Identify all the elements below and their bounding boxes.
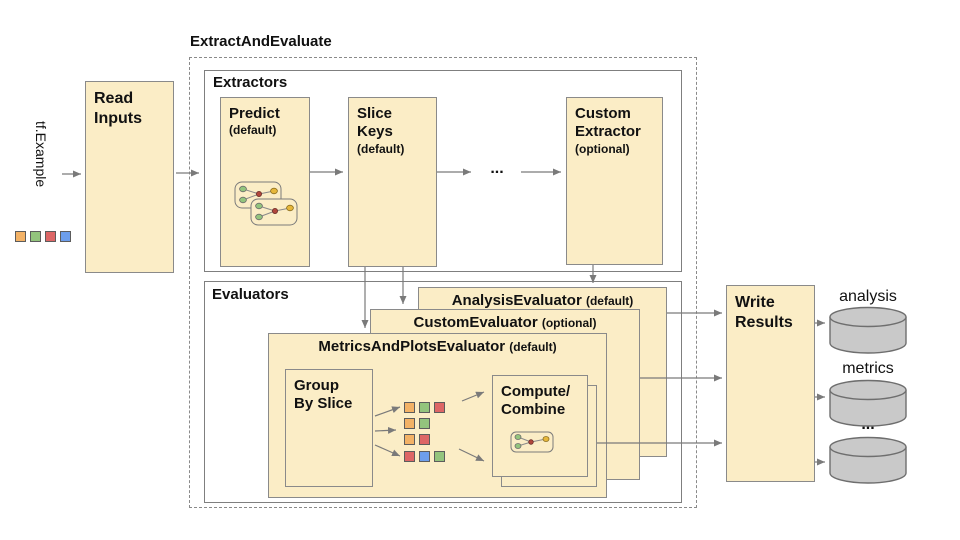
slice-keys-title: Slice Keys — [357, 105, 393, 141]
analysis-evaluator-title: AnalysisEvaluator — [451, 292, 582, 309]
predict-title: Predict — [229, 105, 280, 122]
slice-group-row — [404, 418, 430, 429]
orange-square-icon — [404, 418, 415, 429]
red-square-icon — [404, 451, 415, 462]
metrics-datastore-icon — [829, 379, 907, 427]
slice-group-row — [404, 434, 430, 445]
slice-keys-extractor-box: Slice Keys (default) — [348, 97, 437, 267]
red-square-icon — [45, 231, 56, 242]
outputs-ellipsis: ... — [861, 416, 875, 433]
blue-square-icon — [419, 451, 430, 462]
predict-subtitle: (default) — [229, 123, 277, 138]
compute-combine-line1: Compute/ — [501, 383, 571, 400]
extract-and-evaluate-container — [189, 57, 697, 508]
other-datastore-icon — [829, 436, 907, 484]
custom-evaluator-title: CustomEvaluator — [413, 314, 538, 331]
read-inputs-label: Read Inputs — [94, 90, 142, 127]
group-by-slice-box: Group By Slice — [285, 369, 373, 487]
compute-combine-box: Compute/ Combine — [492, 375, 588, 477]
analysis-datastore-icon — [829, 306, 907, 354]
custom-extractor-title: Custom Extractor — [575, 105, 641, 141]
slice-keys-subtitle: (default) — [357, 141, 405, 156]
write-results-label: Write Results — [735, 294, 793, 331]
green-square-icon — [434, 451, 445, 462]
red-square-icon — [419, 434, 430, 445]
write-results-box: Write Results — [726, 285, 815, 482]
custom-extractor-subtitle: (optional) — [575, 141, 630, 156]
slice-group-row — [404, 402, 445, 413]
red-square-icon — [434, 402, 445, 413]
combine-graph-icon — [510, 431, 554, 453]
metrics-output-label: metrics — [842, 360, 894, 377]
read-inputs-box: Read Inputs — [85, 81, 174, 273]
model-graph-icon — [234, 181, 298, 226]
analysis-evaluator-subtitle: (default) — [585, 294, 634, 308]
group-by-slice-label: Group By Slice — [294, 377, 353, 413]
metrics-and-plots-evaluator-title: MetricsAndPlotsEvaluator — [318, 338, 506, 355]
green-square-icon — [419, 418, 430, 429]
tf-example-label: tf.Example — [33, 121, 49, 188]
blue-square-icon — [60, 231, 71, 242]
compute-combine-line2: Combine — [501, 401, 566, 419]
custom-extractor-box: Custom Extractor (optional) — [566, 97, 663, 265]
evaluators-label: Evaluators — [212, 286, 289, 303]
extractors-ellipsis: ... — [490, 160, 504, 177]
orange-square-icon — [404, 402, 415, 413]
predict-extractor-box: Predict (default) — [220, 97, 310, 267]
slice-group-row — [404, 451, 445, 462]
green-square-icon — [30, 231, 41, 242]
pipeline-title: ExtractAndEvaluate — [190, 33, 332, 50]
input-examples-squares-icon — [15, 231, 71, 242]
metrics-and-plots-evaluator-subtitle: (default) — [509, 340, 557, 354]
custom-evaluator-subtitle: (optional) — [541, 316, 597, 330]
orange-square-icon — [404, 434, 415, 445]
analysis-output-label: analysis — [839, 288, 897, 305]
orange-square-icon — [15, 231, 26, 242]
extractors-label: Extractors — [213, 74, 288, 91]
green-square-icon — [419, 402, 430, 413]
